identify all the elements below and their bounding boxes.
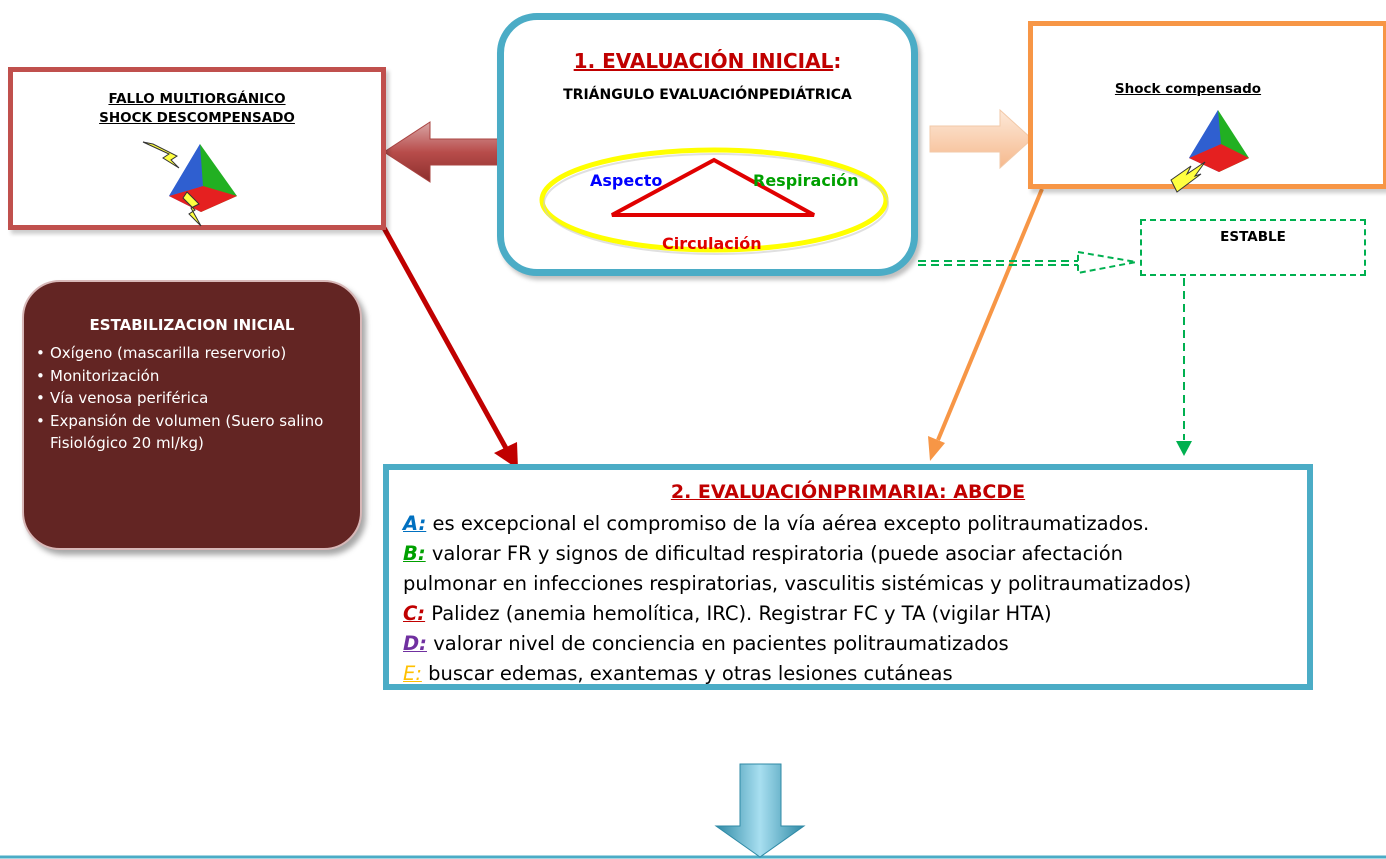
evaluacion-primaria-title: 2. EVALUACIÓNPRIMARIA: ABCDE	[389, 481, 1307, 503]
estabilizacion-item-monitorizacion: Monitorización	[36, 365, 336, 388]
ellipse-shadow	[543, 153, 889, 255]
text-b: valorar FR y signos de dificultad respir…	[425, 542, 1123, 565]
fallo-line1: FALLO MULTIORGÁNICO	[108, 91, 286, 107]
circulacion-label: Circulación	[662, 234, 762, 253]
letter-d: D:	[403, 632, 427, 655]
pyramid-icon-lightning	[142, 141, 237, 227]
evaluacion-primaria-title-text: 2. EVALUACIÓNPRIMARIA: ABCDE	[670, 481, 1026, 503]
pyramid-icon-compensado	[1170, 110, 1249, 193]
letter-e: E:	[403, 662, 422, 685]
orange-diagonal-arrow	[936, 188, 1044, 441]
shock-compensado-title: Shock compensado	[1114, 81, 1262, 97]
text-a: es excepcional el compromiso de la vía a…	[426, 512, 1150, 535]
evaluacion-inicial-title: 1. EVALUACIÓN INICIAL:	[504, 49, 911, 73]
text-d: valorar nivel de conciencia en pacientes…	[427, 632, 1009, 655]
evaluacion-inicial-box: 1. EVALUACIÓN INICIAL: TRIÁNGULO EVALUAC…	[497, 13, 918, 276]
letter-c: C:	[403, 602, 426, 625]
left-block-arrow	[383, 121, 501, 183]
evaluacion-primaria-box: 2. EVALUACIÓNPRIMARIA: ABCDE A: es excep…	[383, 464, 1313, 690]
yellow-ellipse	[539, 147, 889, 253]
estable-label: ESTABLE	[1220, 229, 1286, 245]
triangle-diagram: Aspecto Respiración Circulación	[539, 147, 889, 255]
orange-arrowhead	[928, 436, 945, 461]
estabilizacion-inicial-box: ESTABILIZACION INICIAL Oxígeno (mascaril…	[22, 280, 362, 550]
abcde-line-a: A: es excepcional el compromiso de la ví…	[403, 509, 1307, 539]
red-triangle-outline	[611, 157, 815, 217]
abcde-line-b2: pulmonar en infecciones respiratorias, v…	[403, 572, 1192, 595]
estabilizacion-title: ESTABILIZACION INICIAL	[89, 316, 295, 334]
abcde-line-b: B: valorar FR y signos de dificultad res…	[403, 539, 1307, 569]
abcde-line-e: E: buscar edemas, exantemas y otras lesi…	[403, 659, 1307, 689]
fallo-line2: SHOCK DESCOMPENSADO	[99, 110, 295, 126]
letter-b: B:	[403, 542, 426, 565]
text-c: Palidez (anemia hemolítica, IRC). Regist…	[425, 602, 1052, 625]
dashed-arrowhead-down	[1176, 441, 1192, 456]
aspecto-label: Aspecto	[590, 171, 662, 190]
estabilizacion-item-via-venosa: Vía venosa periférica	[36, 387, 336, 410]
estabilizacion-item-expansion: Expansión de volumen (Suero salino Fisio…	[36, 410, 336, 455]
fallo-multiorganico-box: FALLO MULTIORGÁNICO SHOCK DESCOMPENSADO	[8, 67, 386, 230]
down-block-arrow	[714, 763, 806, 858]
dashed-arrowhead-estable	[1077, 250, 1137, 275]
triangulo-subtitle: TRIÁNGULO EVALUACIÓNPEDIÁTRICA	[563, 87, 852, 103]
evaluacion-inicial-title-text: 1. EVALUACIÓN INICIAL	[573, 49, 834, 73]
estable-box: ESTABLE	[1140, 219, 1366, 276]
abcde-line-d: D: valorar nivel de conciencia en pacien…	[403, 629, 1307, 659]
evaluacion-inicial-title-colon: :	[833, 49, 842, 73]
right-block-arrow	[929, 108, 1033, 170]
shock-compensado-box: Shock compensado	[1028, 21, 1386, 193]
red-arrowhead	[494, 442, 518, 469]
letter-a: A:	[403, 512, 427, 535]
text-e: buscar edemas, exantemas y otras lesione…	[421, 662, 953, 685]
estabilizacion-item-oxigeno: Oxígeno (mascarilla reservorio)	[36, 342, 336, 365]
red-diagonal-arrow	[381, 226, 510, 452]
abcde-line-c: C: Palidez (anemia hemolítica, IRC). Reg…	[403, 599, 1307, 629]
respiracion-label: Respiración	[753, 171, 859, 190]
